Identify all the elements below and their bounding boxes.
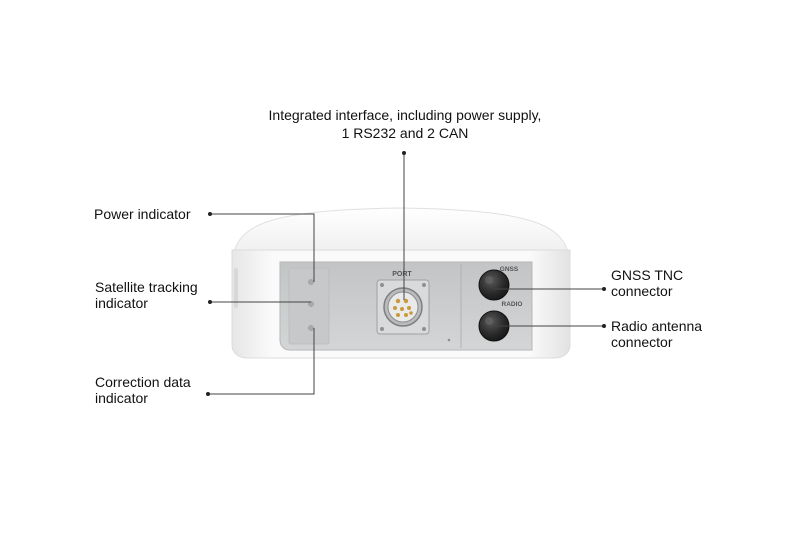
- callout-dot-radio: [602, 324, 606, 328]
- port-screw-br: [422, 327, 426, 331]
- port-pin: [409, 311, 413, 315]
- correction-callout-line2: indicator: [95, 390, 148, 406]
- side-slot: [234, 268, 238, 308]
- panel-screw: [447, 338, 451, 342]
- port-pin: [403, 298, 409, 304]
- satellite-callout-line2: indicator: [95, 295, 148, 311]
- satellite-indicator-callout: Satellite tracking indicator: [95, 279, 198, 311]
- satellite-led: [308, 301, 314, 307]
- interface-callout-line1: Integrated interface, including power su…: [268, 107, 542, 123]
- port-socket: [387, 291, 419, 323]
- callout-line-correction: [208, 328, 315, 395]
- correction-callout-line1: Correction data: [95, 374, 191, 390]
- port-screw-tl: [380, 283, 384, 287]
- port-pin: [400, 307, 404, 311]
- power-callout-line1: Power indicator: [94, 206, 191, 222]
- callout-dot-correction: [206, 392, 210, 396]
- gnss-label: GNSS: [500, 266, 519, 273]
- port-pin: [393, 306, 397, 310]
- port-pin: [404, 313, 408, 317]
- port-pin: [407, 306, 411, 310]
- port-screw-tr: [422, 283, 426, 287]
- port-screw-bl: [380, 327, 384, 331]
- gnss-callout-line1: GNSS TNC: [611, 267, 684, 283]
- radio-callout-line2: connector: [611, 334, 673, 350]
- satellite-callout-line1: Satellite tracking: [95, 279, 198, 295]
- callout-line-power: [210, 213, 315, 282]
- callout-dot-interface: [402, 151, 406, 155]
- correction-led: [308, 325, 314, 331]
- radio-callout-line1: Radio antenna: [611, 318, 703, 334]
- port-pin: [396, 313, 400, 317]
- port-pin: [395, 298, 401, 304]
- gnss-tnc-highlight: [485, 276, 493, 284]
- radio-label: RADIO: [502, 301, 523, 308]
- correction-indicator-callout: Correction data indicator: [95, 374, 191, 406]
- interface-callout: Integrated interface, including power su…: [240, 107, 570, 141]
- housing-dome: [231, 207, 571, 263]
- callout-dot-gnss: [602, 287, 606, 291]
- radio-connector-callout: Radio antenna connector: [611, 318, 702, 350]
- port-label: PORT: [392, 271, 412, 278]
- callout-dot-power: [208, 212, 212, 216]
- radio-antenna-highlight: [485, 317, 493, 325]
- gnss-connector-callout: GNSS TNC connector: [611, 267, 683, 299]
- power-led: [308, 279, 314, 285]
- gnss-tnc-connector: [478, 269, 510, 301]
- gnss-callout-line2: connector: [611, 283, 673, 299]
- callout-dot-satellite: [208, 300, 212, 304]
- interface-callout-line2: 1 RS232 and 2 CAN: [341, 125, 469, 141]
- power-indicator-callout: Power indicator: [94, 206, 191, 222]
